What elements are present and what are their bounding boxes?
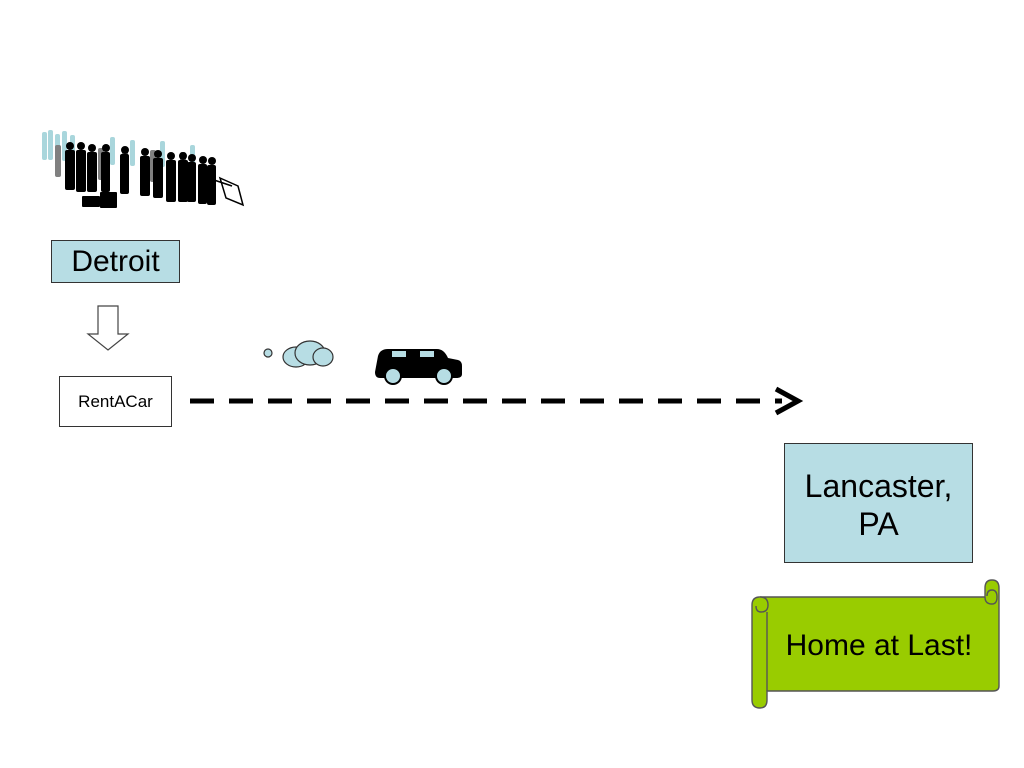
people-crowd-icon <box>42 130 245 207</box>
down-arrow-icon <box>86 305 130 351</box>
rentacar-box: RentACar <box>59 376 172 427</box>
lancaster-box: Lancaster, PA <box>784 443 973 563</box>
detroit-box: Detroit <box>51 240 180 283</box>
luggage-icon <box>82 192 117 208</box>
exhaust-cloud-icon <box>263 340 334 368</box>
scroll-banner-icon <box>751 579 1000 709</box>
home-banner-label: Home at Last! <box>785 629 973 662</box>
route-arrow <box>190 386 804 416</box>
car-icon <box>375 349 462 385</box>
